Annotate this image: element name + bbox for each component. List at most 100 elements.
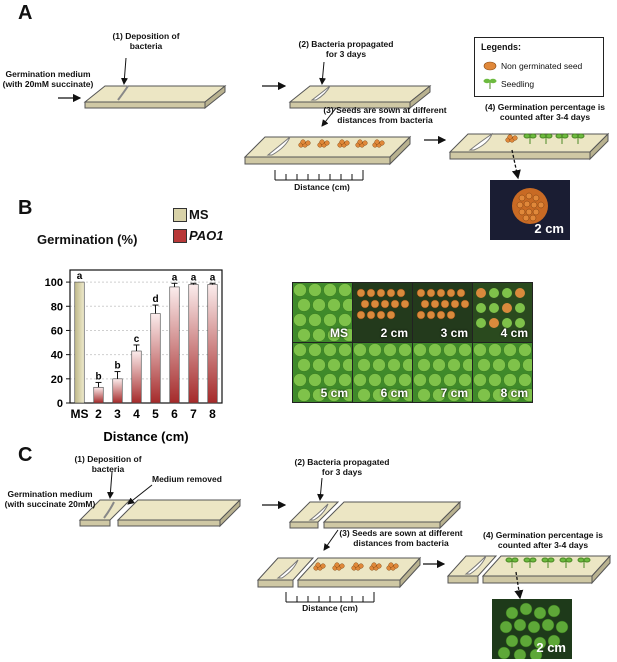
significance-letter: a [77,271,83,282]
bar-6 [169,286,180,404]
legend-item-seed: Non germinated seed [501,61,583,71]
step2-label-a: (2) Bacteria propagated for 3 days [298,39,394,59]
bar-3 [112,378,123,404]
significance-letter: c [134,334,140,345]
x-axis-label: Distance (cm) [103,429,188,444]
photo-cell-label: 3 cm [440,326,468,340]
panel-b-letter: B [18,197,33,219]
photo-cell-image [293,283,352,342]
distance-label-a: Distance (cm) [294,182,350,192]
photo-2cm-a: 2 cm [490,180,570,240]
medium-removed-label: Medium removed [152,474,222,484]
photo-cell-image [476,288,525,328]
seedling-icon [483,78,497,89]
y-tick-label: 80 [51,301,63,313]
germination-medium-label-c: Germination medium (with succinate 20mM) [4,489,96,509]
significance-letter: b [114,361,120,372]
photo-cell-label: 8 cm [500,386,528,400]
x-tick-label: 5 [152,407,159,421]
significance-letter: a [172,272,178,283]
germination-photo-grid: MS 2 cm 3 cm 4 cm 5 cm 6 cm 7 cm 8 cm [292,282,533,403]
legend-swatch-pao1 [173,229,187,243]
seed-clusters-step3 [298,139,385,148]
x-tick-label: MS [71,407,89,421]
photo-cell: 8 cm [472,342,533,403]
step1-label-a: (1) Deposition of bacteria [112,31,180,51]
photo-cell-image [293,343,352,402]
photo-cell: MS [292,282,353,343]
plate-step2 [288,84,432,110]
photo-cell: 4 cm [472,282,533,343]
photo-cell: 3 cm [412,282,473,343]
plate-step1 [83,84,227,110]
plate-step4 [448,132,610,161]
plot-frame [69,269,223,404]
step1-label-c: (1) Deposition of bacteria [74,454,142,474]
photo-cell-label: 6 cm [380,386,408,400]
bar-7 [188,284,199,404]
step2-label-c: (2) Bacteria propagated for 3 days [294,457,390,477]
panel-a-diagram [58,57,610,181]
seedling-pile-image [497,602,569,659]
photo-cell-label: 4 cm [500,326,528,340]
x-tick-label: 6 [171,407,178,421]
seed-pile-image [512,188,548,224]
seed-clusters-c-step3 [313,562,399,571]
distance-ruler-a [274,170,364,181]
plate-c-step2 [288,500,462,530]
x-tick-label: 7 [190,407,197,421]
significance-letter: a [210,272,216,283]
photo-cell: 5 cm [292,342,353,403]
photo-2cm-c: 2 cm [492,599,572,659]
step3-label-a: (3) Seeds are sown at different distance… [323,105,447,125]
step4-label-a: (4) Germination percentage is counted af… [485,102,605,122]
y-tick-label: 100 [45,277,63,289]
legend-label-pao1: PAO1 [189,228,224,243]
step4-label-c: (4) Germination percentage is counted af… [483,530,603,550]
photo-cell: 7 cm [412,342,473,403]
chart-title: Germination (%) [37,232,138,247]
plate-c-step1 [78,498,242,528]
distance-label-c: Distance (cm) [302,603,358,613]
x-tick-label: 8 [209,407,216,421]
photo-label-c: 2 cm [536,640,566,655]
y-tick-label: 60 [51,325,63,337]
photo-cell-image [356,288,410,320]
legend: Legends: Non germinated seed Seedling [474,37,604,97]
seed-cluster-step4 [505,134,518,143]
legend-label-ms: MS [189,207,209,222]
bar-4 [131,350,142,404]
plate-step3 [243,135,412,166]
photo-label-a: 2 cm [534,221,564,236]
germination-medium-label-a: Germination medium (with 20mM succinate) [2,69,94,89]
photo-cell-image [353,343,412,402]
x-tick-label: 2 [95,407,102,421]
y-tick-label: 0 [57,398,63,410]
distance-ruler-c [285,592,375,603]
photo-cell-label: MS [330,326,348,340]
panel-a-letter: A [18,2,33,24]
seed-icon [483,61,497,71]
legend-title: Legends: [481,42,522,52]
photo-cell: 6 cm [352,342,413,403]
significance-letter: d [152,294,158,305]
photo-cell-image [416,288,470,320]
panel-c-diagram [78,471,612,603]
bar-5 [150,313,161,404]
photo-cell-image [473,343,532,402]
photo-cell-label: 2 cm [380,326,408,340]
photo-cell-image [413,343,472,402]
legend-swatch-ms [173,208,187,222]
significance-letter: b [95,371,101,382]
bar-8 [207,284,218,404]
plate-c-step3 [256,556,422,589]
y-tick-label: 20 [51,374,63,386]
step3-label-c: (3) Seeds are sown at different distance… [339,528,463,548]
photo-cell-label: 7 cm [440,386,468,400]
x-tick-label: 3 [114,407,121,421]
seedlings-step4 [523,133,585,144]
photo-cell-label: 5 cm [320,386,348,400]
panel-c-letter: C [18,444,33,466]
significance-letter: a [191,272,197,283]
